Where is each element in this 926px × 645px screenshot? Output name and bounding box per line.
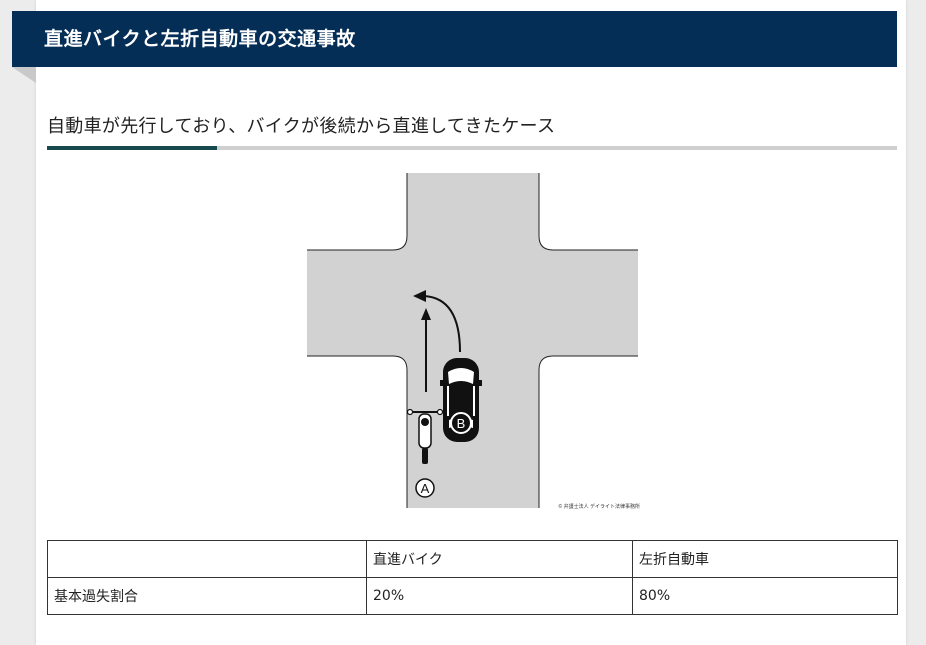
table-header-cell — [47, 540, 367, 578]
table-header-cell: 左折自動車 — [632, 540, 898, 578]
table-header-cell: 直進バイク — [366, 540, 633, 578]
car-b-label: B — [457, 416, 466, 431]
road-edge-tl — [307, 173, 408, 251]
page-title: 直進バイクと左折自動車の交通事故 — [12, 11, 897, 67]
road-edge-br — [538, 355, 638, 508]
left-turn-arrow — [423, 295, 461, 353]
car-b-marker — [450, 412, 472, 434]
motorcycle-a — [406, 408, 444, 464]
straight-arrow-head — [421, 308, 431, 320]
table-cell: 基本過失割合 — [47, 577, 367, 615]
table-cell: 80% — [632, 577, 898, 615]
section-divider-accent — [47, 146, 217, 150]
fault-ratio-table: 直進バイク 左折自動車 基本過失割合 20% 80% — [47, 540, 898, 615]
road-edge-tr — [538, 173, 638, 251]
motorcycle-a-marker — [415, 478, 435, 498]
copyright-text: © 弁護士法人 デイライト法律事務所 — [559, 503, 640, 510]
motorcycle-a-label: A — [421, 481, 430, 496]
road-edge-bl — [307, 355, 408, 508]
heading-fold — [12, 67, 36, 83]
section-heading: 自動車が先行しており、バイクが後続から直進してきたケース — [47, 116, 556, 137]
table-header-row: 直進バイク 左折自動車 — [47, 540, 898, 578]
section-divider — [47, 146, 897, 150]
accident-diagram: B A © 弁護士法人 デイライト法律事務所 — [307, 173, 640, 510]
intersection-road — [307, 173, 638, 508]
left-turn-arrow-head — [413, 290, 426, 302]
table-cell: 20% — [366, 577, 633, 615]
table-row: 基本過失割合 20% 80% — [47, 577, 898, 615]
